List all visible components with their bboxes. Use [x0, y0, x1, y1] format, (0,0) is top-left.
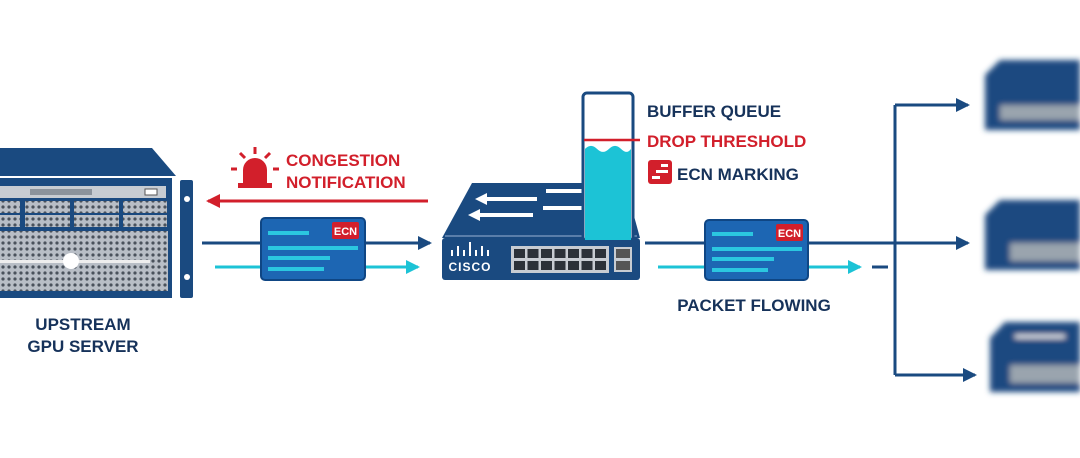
- cisco-logo-icon: [451, 242, 489, 256]
- ecn-badge: [776, 224, 803, 241]
- server-label-line2: GPU SERVER: [27, 337, 138, 356]
- switch-port: [595, 249, 606, 258]
- packet-card-right: ECN: [704, 219, 809, 281]
- switch-port: [581, 261, 593, 270]
- ecn-badge-text: ECN: [334, 226, 357, 238]
- switch-port: [581, 249, 593, 258]
- alarm-siren-icon: [231, 147, 279, 188]
- ecn-badge: [332, 222, 359, 239]
- downstream-switches: [985, 60, 1080, 392]
- buffer-queue-label: BUFFER QUEUE: [647, 102, 781, 121]
- switch-port: [514, 249, 525, 258]
- switch-port: [541, 249, 552, 258]
- switch-port: [554, 261, 566, 270]
- switch-port: [595, 261, 606, 270]
- downstream-switch: [990, 322, 1080, 392]
- congestion-label-line2: NOTIFICATION: [286, 173, 406, 192]
- packet-card: ECN: [260, 217, 366, 281]
- downstream-switch: [985, 60, 1080, 130]
- drop-threshold-label: DROP THRESHOLD: [647, 132, 806, 151]
- buffer-queue-tube: [581, 91, 635, 243]
- ecn-marking-icon: [648, 160, 672, 184]
- switch-port: [568, 261, 579, 270]
- switch-port: [568, 249, 579, 258]
- switch-port: [514, 261, 525, 270]
- upstream-gpu-server: [0, 148, 193, 298]
- switch-port: [541, 261, 552, 270]
- server-label-line1: UPSTREAM: [35, 315, 130, 334]
- cisco-brand-text: CISCO: [448, 260, 491, 274]
- ecn-marking-label: ECN MARKING: [677, 165, 799, 184]
- switch-port: [527, 249, 539, 258]
- switch-port: [527, 261, 539, 270]
- congestion-label-line1: CONGESTION: [286, 151, 400, 170]
- switch-port: [554, 249, 566, 258]
- ecn-badge-text: ECN: [778, 228, 801, 240]
- packet-flowing-label: PACKET FLOWING: [677, 296, 831, 315]
- downstream-switch: [985, 200, 1080, 270]
